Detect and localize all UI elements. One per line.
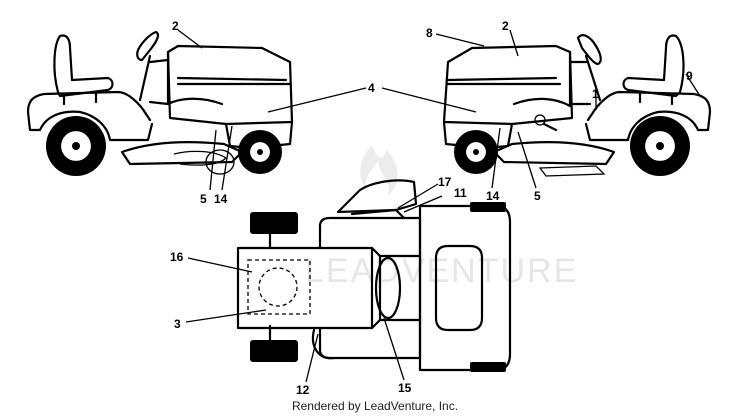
callout-8: 8 xyxy=(426,26,433,40)
watermark: LEADVENTURE xyxy=(305,145,578,290)
callout-3: 3 xyxy=(174,317,181,331)
callout-5-right: 5 xyxy=(534,189,541,203)
callout-2-right: 2 xyxy=(502,19,509,33)
footer-credit: Rendered by LeadVenture, Inc. xyxy=(291,399,459,413)
top-view-mower xyxy=(236,179,512,372)
callout-9: 9 xyxy=(686,69,693,83)
callout-1: 1 xyxy=(592,87,599,101)
right-side-view-mower xyxy=(442,34,712,177)
watermark-text: LEADVENTURE xyxy=(305,252,578,290)
callout-11: 11 xyxy=(454,186,467,200)
left-side-view-mower xyxy=(26,30,294,176)
callout-16: 16 xyxy=(170,250,184,264)
callout-14-right: 14 xyxy=(486,189,500,203)
callout-2-left: 2 xyxy=(172,19,179,33)
callout-4: 4 xyxy=(368,81,375,95)
callout-labels: 2 4 5 14 8 2 9 1 14 5 17 11 16 3 12 15 xyxy=(170,19,693,397)
callout-15: 15 xyxy=(398,381,412,395)
callout-14-left: 14 xyxy=(214,192,228,206)
callout-17: 17 xyxy=(438,175,452,189)
callout-12: 12 xyxy=(296,383,310,397)
leader-lines xyxy=(177,29,701,383)
callout-5-left: 5 xyxy=(200,192,207,206)
